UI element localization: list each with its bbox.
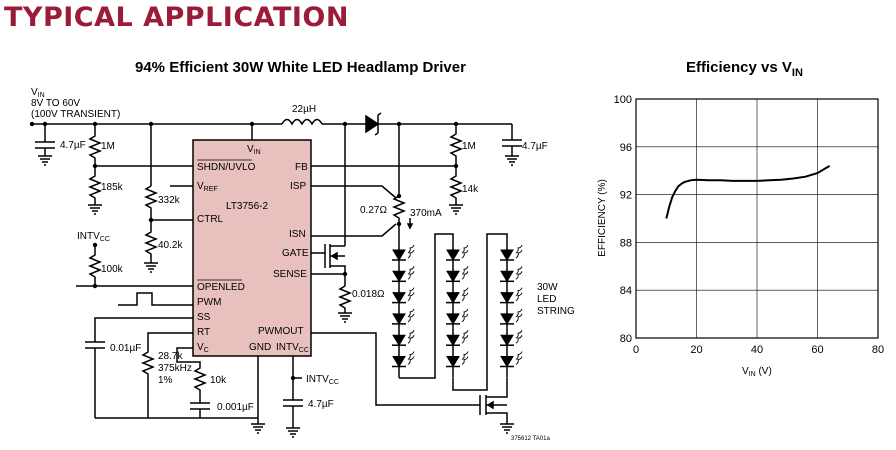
led-2-4 [446, 308, 469, 336]
x-tick-label: 60 [811, 344, 823, 356]
r-28k7: 28.7k [158, 351, 183, 362]
y-tick-label: 80 [620, 333, 632, 345]
inductor [281, 118, 323, 126]
led-2-3 [446, 287, 469, 314]
led-label-power: 30W [537, 282, 558, 293]
led-3-5 [500, 330, 523, 357]
pin-isp: ISP [290, 181, 306, 192]
led-1-1 [392, 244, 415, 272]
rt-frequency: 375kHz [158, 363, 192, 374]
pin-gnd: GND [249, 342, 271, 353]
x-tick-label: 0 [633, 344, 639, 356]
led-1-4 [392, 308, 415, 336]
led-3-2 [500, 266, 523, 293]
r-332k: 332k [158, 195, 181, 206]
y-axis-label: EFFICIENCY (%) [597, 179, 608, 257]
led-label-led: LED [537, 294, 556, 305]
led-2-1 [446, 244, 469, 272]
r-10k: 10k [210, 375, 227, 386]
x-tick-label: 20 [690, 344, 702, 356]
cap-vcc-value: 4.7µF [308, 399, 334, 410]
pin-shdn-uvlo: SHDN/UVLO [197, 162, 256, 173]
ic-name: LT3756-2 [226, 201, 269, 212]
led-3-4 [500, 308, 523, 336]
led-2-2 [446, 266, 469, 293]
pwm-pulse [118, 292, 193, 306]
ic-lt3756-2 [192, 139, 312, 357]
led-1-6 [392, 351, 415, 378]
efficiency-curve [665, 165, 831, 219]
output-cap-value: 4.7µF [522, 141, 548, 152]
schottky-diode [365, 114, 380, 134]
pin-ctrl: CTRL [197, 214, 224, 225]
y-tick-label: 88 [620, 237, 632, 249]
section-title: TYPICAL APPLICATION [4, 2, 349, 33]
cap-0-001uf: 0.001µF [217, 402, 254, 413]
r-100k: 100k [101, 264, 124, 275]
x-tick-label: 40 [751, 344, 763, 356]
led-label-string: STRING [537, 306, 575, 317]
r-1m-right: 1M [462, 141, 476, 152]
inductor-value: 22µH [292, 104, 316, 115]
rt-tolerance: 1% [158, 375, 173, 386]
led-3-6 [500, 351, 523, 378]
led-string [392, 232, 523, 391]
led-1-3 [392, 287, 415, 314]
drawing-id: 375612 TA01a [511, 436, 550, 442]
vin-label: VIN [31, 87, 45, 99]
led-3-1 [500, 244, 523, 272]
r-185k: 185k [101, 182, 124, 193]
pin-gate: GATE [282, 248, 309, 259]
led-1-5 [392, 330, 415, 357]
pin-intvcc: INTVCC [276, 342, 309, 354]
x-tick-label: 80 [872, 344, 884, 356]
r-1m-left: 1M [101, 141, 115, 152]
led-1-2 [392, 266, 415, 293]
led-2-6 [446, 351, 469, 378]
input-cap-value: 4.7µF [60, 140, 86, 151]
r-sense-led: 0.27Ω [360, 205, 387, 216]
pin-vc: VC [197, 342, 209, 354]
schematic-title: 94% Efficient 30W White LED Headlamp Dri… [135, 59, 466, 76]
y-tick-label: 96 [620, 142, 632, 154]
pin-sense: SENSE [273, 269, 307, 280]
y-tick-label: 92 [620, 190, 632, 202]
r-sense: 0.018Ω [352, 289, 385, 300]
r-40k2: 40.2k [158, 240, 183, 251]
pin-ss: SS [197, 312, 211, 323]
pin-rt: RT [197, 327, 210, 338]
led-2-5 [446, 330, 469, 357]
pin-vref: VREF [197, 181, 218, 193]
x-axis-label: VIN (V) [742, 366, 772, 378]
pin-isn: ISN [289, 229, 306, 240]
pin-pwm: PWM [197, 297, 221, 308]
vin-transient: (100V TRANSIENT) [31, 109, 120, 120]
y-tick-label: 84 [620, 285, 632, 297]
intvcc-out-label: INTVCC [306, 374, 339, 386]
pin-openled: OPENLED [197, 282, 245, 293]
r-14k: 14k [462, 184, 479, 195]
y-tick-label: 100 [614, 94, 632, 106]
pin-pwmout: PWMOUT [258, 326, 304, 337]
pin-vin: VIN [247, 144, 261, 156]
vin-range: 8V TO 60V [31, 98, 80, 109]
chart-title: Efficiency vs VIN [686, 59, 803, 79]
plot-frame [635, 98, 879, 339]
led-3-3 [500, 287, 523, 314]
intvcc-label: INTVCC [77, 231, 110, 243]
cap-0-01uf: 0.01µF [110, 343, 141, 354]
pin-fb: FB [295, 162, 308, 173]
led-current: 370mA [410, 208, 442, 219]
